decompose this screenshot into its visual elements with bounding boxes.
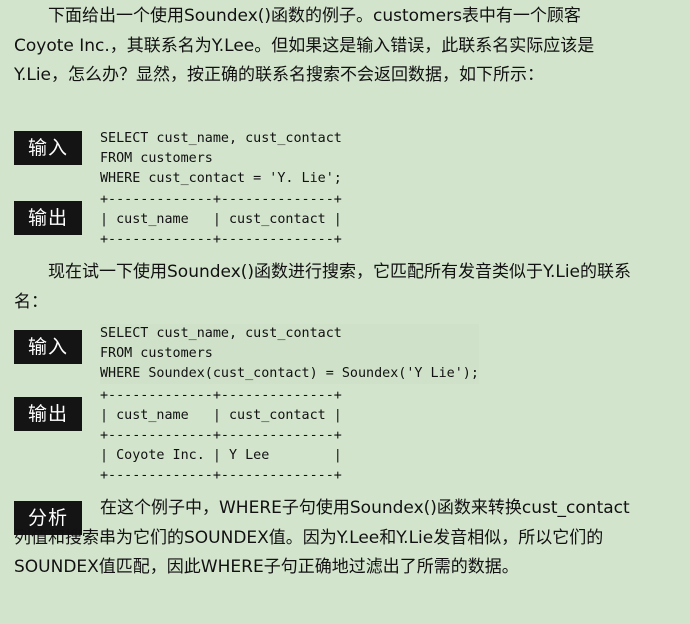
- output-line: +-------------+--------------+: [100, 428, 342, 443]
- code-line: FROM customers: [100, 151, 213, 166]
- code-line: FROM customers: [100, 346, 213, 361]
- output-line: | cust_name | cust_contact |: [100, 408, 342, 423]
- analysis-label: 分析: [14, 501, 82, 535]
- code-line: SELECT cust_name, cust_contact: [100, 131, 342, 146]
- code-line: WHERE Soundex(cust_contact) = Soundex('Y…: [100, 366, 479, 381]
- output-block-2: +-------------+--------------+ | cust_na…: [100, 386, 342, 486]
- output-label-2: 输出: [14, 397, 82, 431]
- output-block-1: +-------------+--------------+ | cust_na…: [100, 190, 342, 250]
- output-line: +-------------+--------------+: [100, 468, 342, 483]
- output-line: +-------------+--------------+: [100, 192, 342, 207]
- code-block-2: SELECT cust_name, cust_contact FROM cust…: [100, 324, 479, 384]
- code-line: WHERE cust_contact = 'Y. Lie';: [100, 171, 342, 186]
- code-block-1: SELECT cust_name, cust_contact FROM cust…: [100, 129, 342, 189]
- analysis-text: 在这个例子中，WHERE子句使用Soundex()函数来转换cust_conta…: [14, 498, 630, 577]
- code-line: SELECT cust_name, cust_contact: [100, 326, 342, 341]
- output-line: +-------------+--------------+: [100, 232, 342, 247]
- analysis-paragraph: 在这个例子中，WHERE子句使用Soundex()函数来转换cust_conta…: [14, 494, 638, 583]
- second-paragraph: 现在试一下使用Soundex()函数进行搜索，它匹配所有发音类似于Y.Lie的联…: [14, 262, 632, 312]
- output-line: | cust_name | cust_contact |: [100, 212, 342, 227]
- input-label-1: 输入: [14, 131, 82, 165]
- input-label-2: 输入: [14, 330, 82, 364]
- output-label-1: 输出: [14, 201, 82, 235]
- output-line: +-------------+--------------+: [100, 388, 342, 403]
- output-line: | Coyote Inc. | Y Lee |: [100, 448, 342, 463]
- intro-paragraph: 下面给出一个使用Soundex()函数的例子。customers表中有一个顾客C…: [14, 6, 595, 85]
